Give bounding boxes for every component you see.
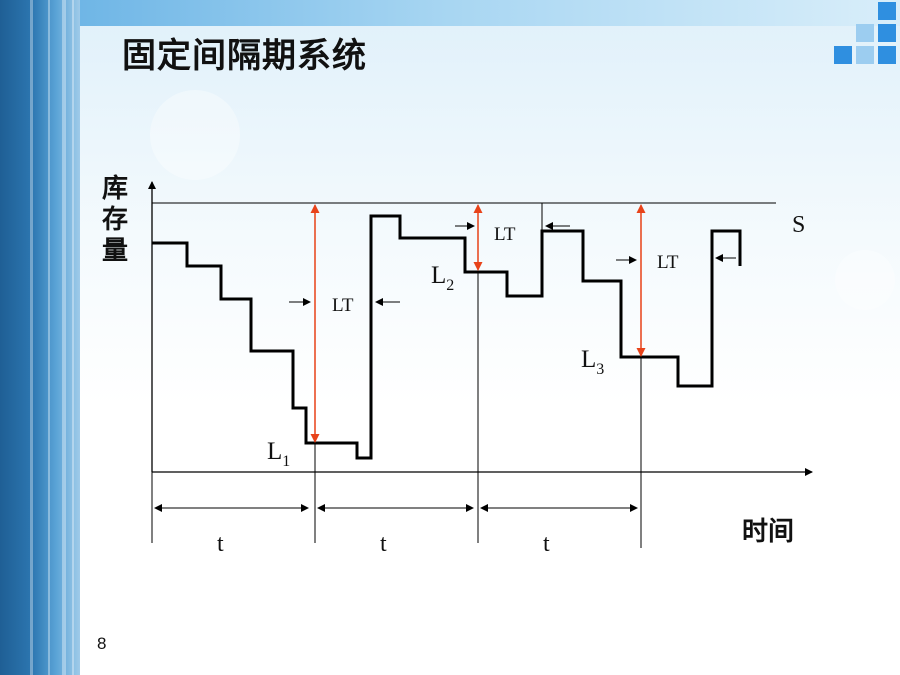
reorder-level-label-1: L1 — [267, 438, 290, 470]
lead-time-label-2: LT — [494, 224, 516, 245]
slide-title: 固定间隔期系统 — [122, 36, 367, 76]
watermark-circle — [150, 90, 240, 180]
max-level-label: S — [792, 212, 805, 238]
reorder-level-label-2: L2 — [431, 262, 454, 294]
y-axis-label-char-2: 存 — [102, 205, 128, 235]
y-axis-label-char-1: 库 — [102, 174, 128, 204]
lead-time-label-1: LT — [332, 295, 354, 316]
lead-time-label-3: LT — [657, 252, 679, 273]
inventory-level-curve — [152, 214, 742, 460]
period-label-3: t — [543, 531, 550, 557]
x-axis-label: 时间 — [742, 517, 794, 547]
watermark-circle — [835, 250, 895, 310]
y-axis-label-char-3: 量 — [102, 236, 128, 266]
left-decorative-band — [0, 0, 80, 675]
reorder-level-label-3: L3 — [581, 346, 604, 378]
page-number: 8 — [97, 634, 107, 653]
watermark-circle — [700, 400, 770, 470]
period-label-1: t — [217, 531, 224, 557]
top-decorative-band — [80, 0, 900, 26]
period-label-2: t — [380, 531, 387, 557]
